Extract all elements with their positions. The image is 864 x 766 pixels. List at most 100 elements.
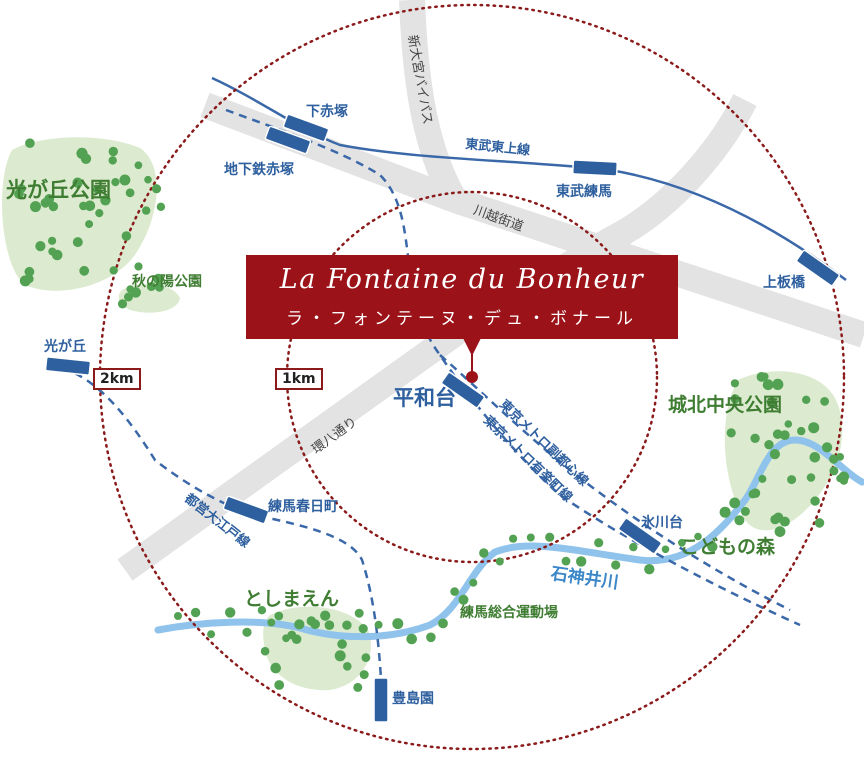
station-marker-icon	[44, 356, 92, 376]
tree-icon	[806, 473, 816, 482]
tree-icon	[72, 237, 83, 248]
tree-icon	[772, 378, 784, 390]
tree-icon	[95, 209, 104, 218]
tree-icon	[306, 616, 316, 626]
tree-icon	[774, 526, 786, 537]
tree-icon	[142, 206, 151, 215]
tree-icon	[353, 682, 363, 692]
tree-icon	[450, 587, 459, 596]
tree-icon	[750, 433, 760, 443]
restaurant-name-ja: ラ・フォンテーヌ・デュ・ボナール	[286, 309, 638, 329]
tree-icon	[134, 161, 143, 170]
tree-icon	[144, 175, 152, 184]
tree-icon	[270, 662, 282, 674]
tree-icon	[153, 273, 164, 285]
station-label-shimo-akatsuka: 下赤塚	[306, 104, 348, 120]
tree-icon	[758, 474, 767, 483]
tree-icon	[294, 619, 305, 630]
tree-icon	[750, 488, 761, 499]
tree-icon	[207, 630, 216, 639]
tree-icon	[729, 497, 741, 509]
tree-icon	[30, 201, 41, 213]
station-marker-icon	[572, 159, 618, 177]
tree-icon	[694, 532, 702, 541]
tree-icon	[764, 440, 774, 450]
tree-icon	[25, 274, 34, 284]
tree-icon	[84, 200, 96, 212]
tree-icon	[361, 653, 371, 662]
tree-icon	[829, 466, 839, 476]
tree-icon	[337, 639, 347, 649]
tree-icon	[320, 610, 331, 621]
tree-icon	[111, 178, 120, 187]
tree-icon	[121, 231, 132, 241]
tree-icon	[766, 397, 777, 408]
tree-icon	[274, 611, 284, 621]
tree-icon	[458, 594, 469, 605]
tree-icon	[762, 379, 774, 391]
tree-icon	[644, 564, 655, 575]
tree-icon	[576, 556, 587, 567]
park-label-nerima-sports: 練馬総合運動場	[460, 605, 558, 621]
tree-icon	[146, 282, 156, 291]
tree-icon	[156, 202, 166, 211]
tree-icon	[820, 397, 829, 406]
tree-icon	[242, 627, 252, 637]
tree-icon	[508, 534, 518, 543]
tree-icon	[495, 557, 504, 566]
tree-icon	[48, 236, 57, 245]
tree-icon	[802, 395, 811, 404]
station-label-chika-akatsuka: 地下鉄赤塚	[224, 162, 294, 178]
tree-icon	[392, 618, 404, 630]
tree-icon	[374, 620, 383, 629]
station-label-toshimaen: 豊島園	[392, 691, 434, 707]
location-pin-icon	[466, 342, 478, 383]
tree-icon	[810, 496, 820, 506]
tree-icon	[611, 560, 621, 570]
oedo-line	[61, 366, 384, 701]
ring-label-2km: 2km	[93, 368, 141, 390]
tree-icon	[151, 184, 162, 194]
metro-line-main	[225, 108, 801, 627]
park-label-toshimaen: としまえん	[244, 588, 340, 610]
tree-icon	[108, 146, 119, 157]
ring-2km	[98, 3, 846, 751]
tree-icon	[225, 607, 236, 618]
shin-omiya-bypass-road	[399, 0, 467, 207]
tree-icon	[661, 545, 670, 554]
tree-icon	[190, 607, 201, 618]
tree-icon	[406, 633, 418, 645]
tree-icon	[760, 372, 769, 381]
tree-icon	[117, 299, 128, 309]
tree-icon	[822, 442, 833, 453]
tree-icon	[808, 422, 820, 434]
tree-icon	[707, 541, 718, 552]
tree-icon	[108, 156, 117, 165]
tree-icon	[438, 618, 448, 629]
tree-icon	[24, 266, 35, 277]
tree-icon	[125, 188, 135, 198]
station-label-kamiitabashi: 上板橋	[763, 275, 805, 291]
station-label-hikawadai: 氷川台	[641, 515, 683, 531]
tree-icon	[324, 620, 335, 630]
tree-icon	[334, 650, 346, 662]
tree-icon	[829, 454, 839, 464]
tree-icon	[25, 138, 35, 148]
tree-icon	[678, 538, 686, 547]
tree-icon	[814, 518, 825, 528]
ring-label-1km: 1km	[275, 368, 323, 390]
tree-icon	[124, 292, 133, 302]
tree-icon	[734, 515, 745, 526]
hikarigaoka-park-area	[2, 137, 157, 291]
tree-icon	[770, 514, 780, 525]
tree-icon	[48, 201, 59, 212]
tree-icon	[260, 646, 270, 656]
tree-icon	[85, 220, 94, 229]
station-marker-icon	[440, 371, 486, 409]
restaurant-name-en: La Fontaine du Bonheur	[279, 264, 645, 295]
park-label-johoku: 城北中央公園	[668, 394, 783, 416]
tree-icon	[126, 285, 134, 293]
restaurant-title-box: La Fontaine du Bonheur ラ・フォンテーヌ・デュ・ボナール	[246, 255, 678, 339]
